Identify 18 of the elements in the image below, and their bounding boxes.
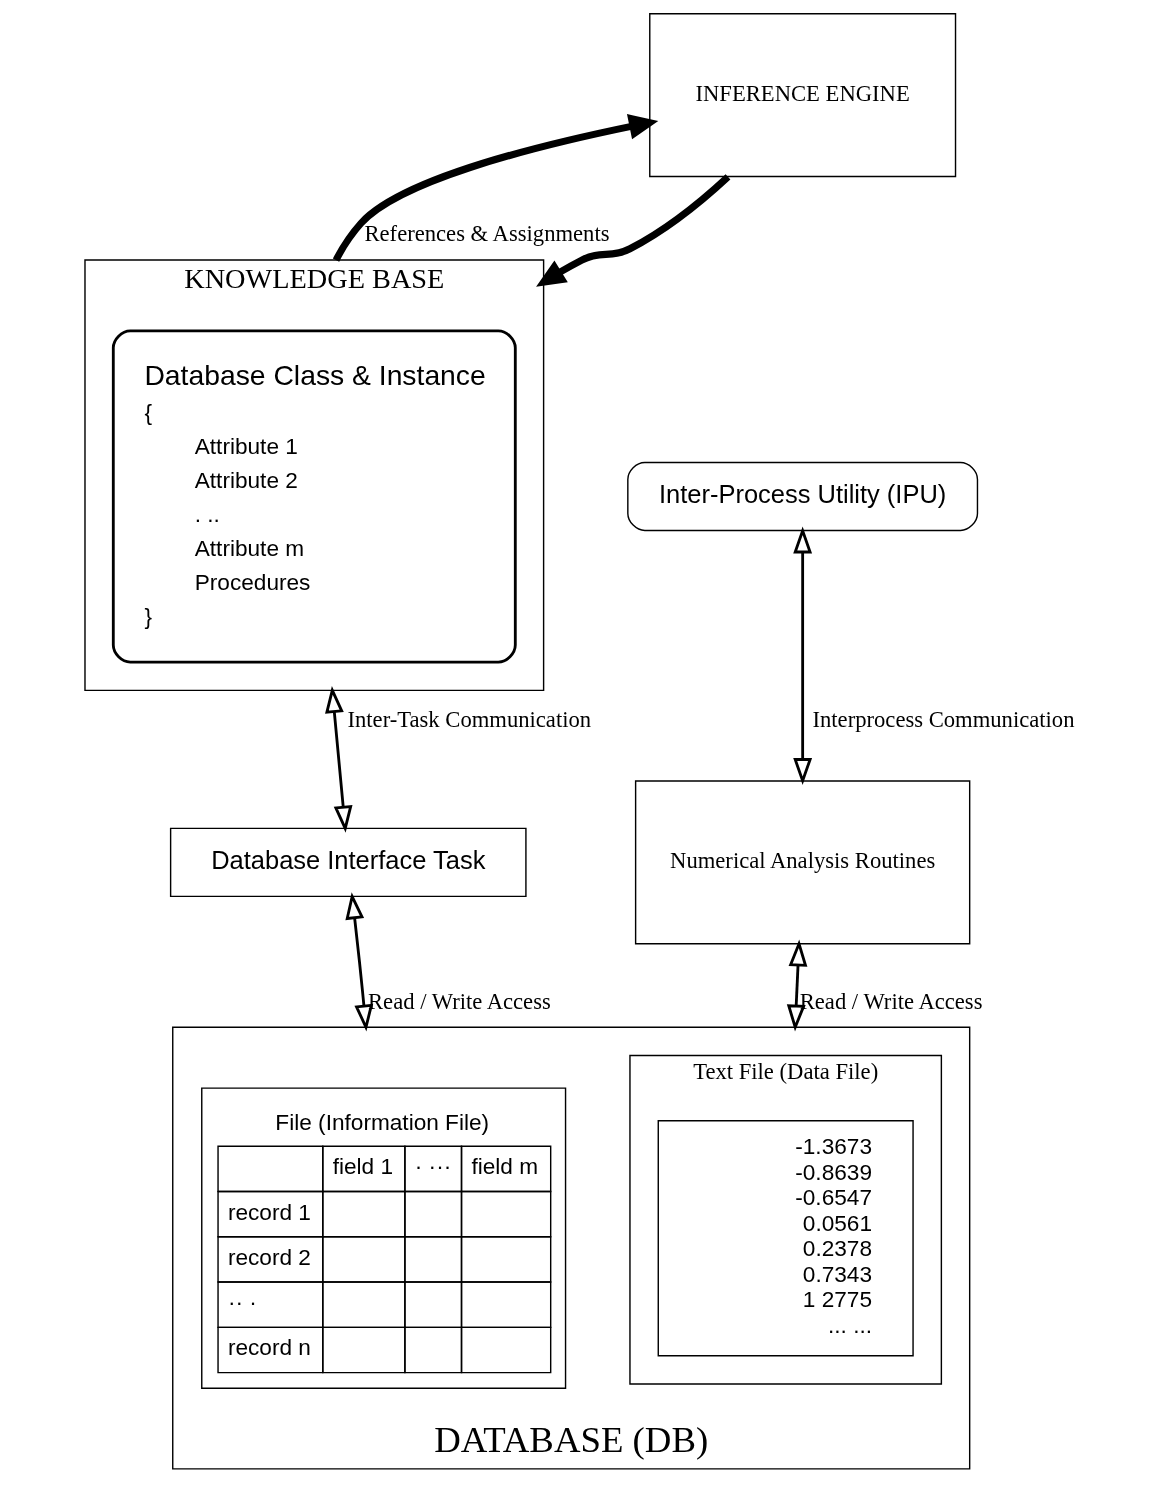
arrow	[793, 526, 813, 786]
node-box: -1.3673 -0.8639 -0.6547 0.0561 0.2378 0.7343 1 2775 ... ...	[657, 1120, 914, 1357]
node-box: File (Information File) field 1 · ··· field m record 1 record 2 ·· · record n	[201, 1087, 567, 1389]
edge-label: References & Assignments	[364, 221, 610, 247]
arrow	[786, 939, 808, 1032]
node-box: INFERENCE ENGINE	[649, 13, 957, 178]
arrow	[332, 114, 659, 262]
edge-label: Interprocess Communication	[812, 706, 1075, 732]
arrow	[536, 174, 731, 287]
node-box: Numerical Analysis Routines	[634, 780, 971, 945]
edge-label: Read / Write Access	[368, 988, 551, 1014]
arrow	[345, 892, 374, 1032]
node-box: Inter-Process Utility (IPU)	[627, 461, 979, 532]
node-box: Database Class & Instance { Attribute 1 Attribute 2 . .. Attribute m Procedures }	[111, 329, 517, 664]
arrow	[325, 686, 353, 833]
edge-label: Inter-Task Communication	[347, 706, 592, 732]
edge-label: Read / Write Access	[799, 988, 983, 1014]
node-box: Database Interface Task	[169, 827, 527, 898]
